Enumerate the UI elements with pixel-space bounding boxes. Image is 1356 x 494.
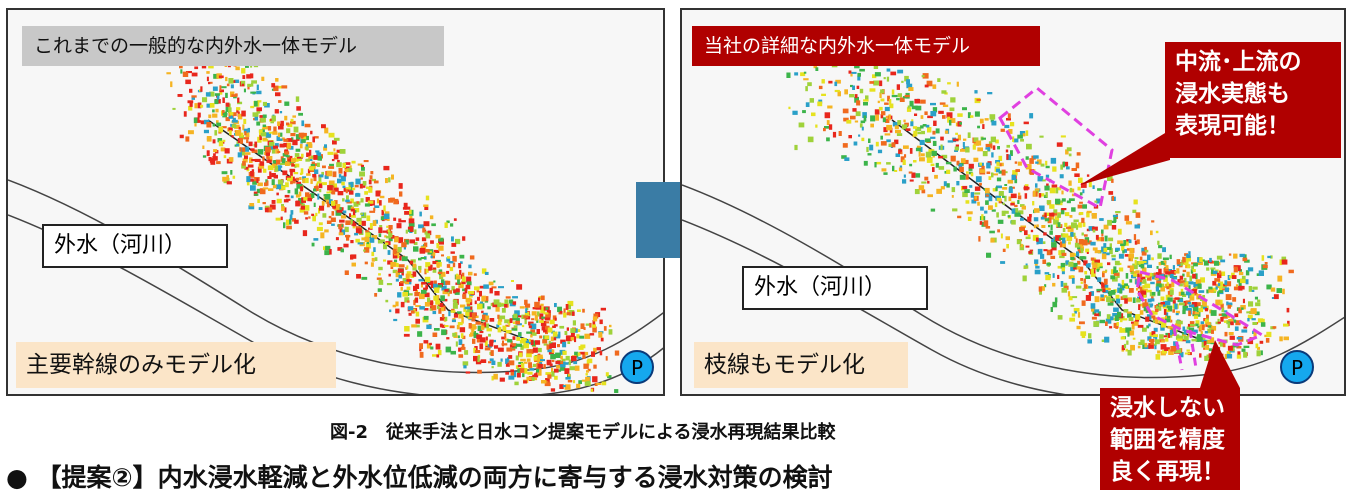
lower-callout-pointer (1200, 340, 1240, 388)
lower-callout-line: 浸水しない (1110, 395, 1225, 421)
left-panel-title: これまでの一般的な内外水一体モデル (22, 26, 444, 66)
upper-callout-line: 表現可能！ (1175, 113, 1290, 139)
left-bottom-label: 主要幹線のみモデル化 (16, 342, 336, 388)
upper-callout-pointer (1080, 130, 1170, 185)
lower-dashed-outline (1135, 270, 1266, 347)
left-flood-map (8, 47, 663, 394)
lower-callout-line: 良く再現！ (1110, 459, 1225, 485)
left-map-panel: これまでの一般的な内外水一体モデル 外水（河川） 主要幹線のみモデル化 P (6, 8, 665, 396)
section-heading: ● 【提案②】内水浸水軽減と外水位低減の両方に寄与する浸水対策の検討 (6, 463, 833, 492)
lower-callout-line: 範囲を精度 (1110, 427, 1225, 453)
right-bottom-label: 枝線もモデル化 (694, 342, 908, 388)
upper-callout: 中流･上流の 浸水実態も 表現可能！ (1165, 42, 1341, 158)
upper-dashed-outline (998, 86, 1114, 211)
lower-callout: 浸水しない 範囲を精度 良く再現！ (1100, 388, 1240, 490)
right-p-badge: P (1280, 350, 1314, 384)
right-river-label: 外水（河川） (742, 266, 928, 310)
left-river-label: 外水（河川） (42, 224, 228, 268)
upper-callout-line: 中流･上流の (1175, 49, 1302, 75)
right-panel-title: 当社の詳細な内外水一体モデル (692, 26, 1040, 66)
left-p-badge: P (620, 350, 654, 384)
figure-caption: 図-2 従来手法と日水コン提案モデルによる浸水再現結果比較 (330, 422, 836, 443)
upper-callout-line: 浸水実態も (1175, 81, 1290, 107)
